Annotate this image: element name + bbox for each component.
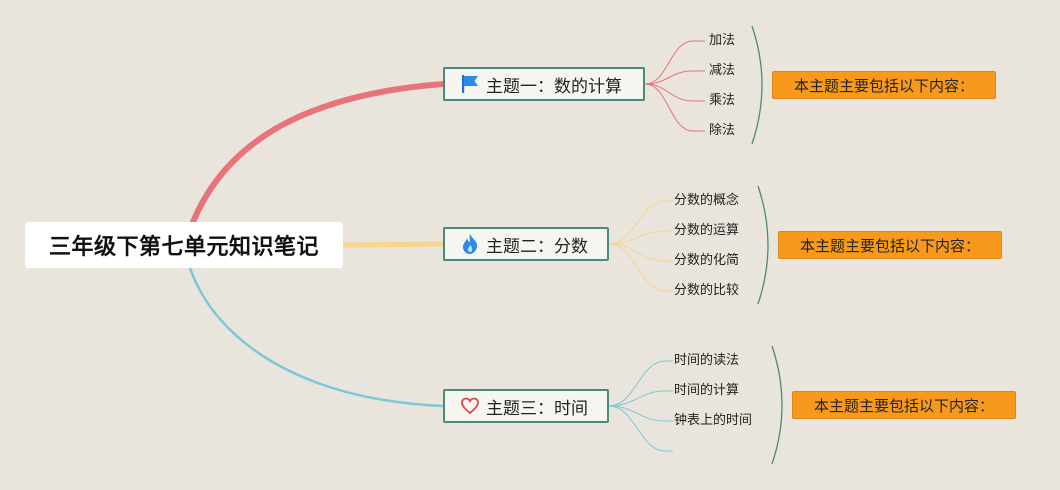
topic-label-1: 主题一：数的计算 [486, 76, 622, 97]
flame-icon [459, 233, 481, 255]
topic-node-1[interactable]: 主题一：数的计算 [443, 67, 645, 101]
subtopic-2-4[interactable]: 分数的比较 [674, 283, 740, 298]
branch-line-topic-3 [188, 266, 445, 408]
bracket-topic-1 [751, 25, 763, 145]
topic-label-3: 主题三：时间 [486, 398, 588, 419]
subbranch-lines-topic-2 [608, 200, 673, 292]
topic-label-2: 主题二：分数 [486, 236, 588, 257]
heart-icon [459, 395, 481, 417]
branch-line-topic-1 [190, 81, 446, 225]
subtopic-3-2[interactable]: 时间的计算 [674, 383, 740, 398]
subtopic-3-3[interactable]: 钟表上的时间 [674, 413, 753, 428]
subtopic-3-1[interactable]: 时间的读法 [674, 353, 740, 368]
root-node-title[interactable]: 三年级下第七单元知识笔记 [25, 222, 343, 268]
topic-node-2[interactable]: 主题二：分数 [443, 227, 609, 261]
bracket-topic-2 [757, 185, 769, 305]
callout-topic-1[interactable]: 本主题主要包括以下内容： [772, 71, 996, 99]
callout-topic-3[interactable]: 本主题主要包括以下内容： [792, 391, 1016, 419]
topic-node-3[interactable]: 主题三：时间 [443, 389, 609, 423]
subtopic-1-4[interactable]: 除法 [709, 123, 736, 138]
bracket-topic-3 [771, 345, 783, 465]
subbranch-lines-topic-1 [644, 40, 705, 132]
subtopic-2-3[interactable]: 分数的化简 [674, 253, 740, 268]
callout-topic-2[interactable]: 本主题主要包括以下内容： [778, 231, 1002, 259]
subtopic-2-1[interactable]: 分数的概念 [674, 193, 740, 208]
flag-icon [459, 73, 481, 95]
subtopic-1-2[interactable]: 减法 [709, 63, 736, 78]
branch-line-topic-2 [340, 241, 446, 248]
subtopic-1-1[interactable]: 加法 [709, 33, 736, 48]
subtopic-2-2[interactable]: 分数的运算 [674, 223, 740, 238]
subtopic-1-3[interactable]: 乘法 [709, 93, 736, 108]
subbranch-lines-topic-3 [608, 360, 673, 452]
